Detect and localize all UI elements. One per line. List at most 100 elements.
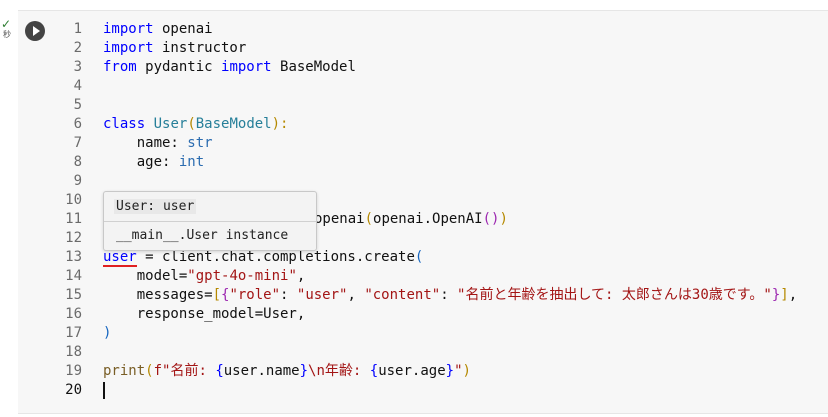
- keyword: import: [103, 40, 154, 56]
- code-text: model=: [103, 268, 188, 284]
- code-text: openai.OpenAI: [373, 211, 483, 227]
- check-icon: ✓: [1, 17, 12, 31]
- code-line[interactable]: import openai: [103, 20, 818, 39]
- bracket: }: [445, 363, 455, 379]
- line-number: 18: [65, 344, 82, 360]
- bracket: }: [299, 363, 309, 379]
- line-number: 1: [73, 21, 82, 37]
- function-name: print: [103, 363, 146, 379]
- string-literal: f"名前:: [153, 363, 216, 379]
- code-line[interactable]: model="gpt-4o-mini",: [103, 267, 818, 286]
- code-line[interactable]: messages=[{"role": "user", "content": "名…: [103, 286, 818, 305]
- code-line[interactable]: user = client.chat.completions.create(: [103, 248, 818, 267]
- bracket: ): [462, 363, 471, 379]
- code-line[interactable]: import instructor: [103, 39, 818, 58]
- code-text: instructor: [153, 40, 247, 56]
- string-literal: "名前と年齢を抽出して: 太郎さんは30歳です。": [457, 287, 772, 303]
- line-number: 14: [65, 268, 82, 284]
- code-text: ,: [347, 287, 365, 303]
- bracket: }: [771, 287, 781, 303]
- bracket: {: [369, 363, 379, 379]
- code-line[interactable]: openai(openai.OpenAI()): [103, 210, 818, 229]
- code-text: openai: [314, 211, 365, 227]
- line-number: 8: [73, 154, 82, 170]
- bracket: ): [499, 211, 508, 227]
- text-cursor: [103, 382, 105, 399]
- code-text: age:: [103, 154, 179, 170]
- string-literal: "role": [229, 287, 281, 303]
- hovered-symbol[interactable]: user: [103, 249, 137, 267]
- code-line[interactable]: [103, 77, 818, 96]
- line-number: 19: [65, 363, 82, 379]
- bracket: ): [103, 325, 112, 341]
- code-line[interactable]: [103, 172, 818, 191]
- type-name: str: [187, 135, 213, 151]
- line-number: 5: [73, 97, 82, 113]
- code-line[interactable]: print(f"名前: {user.name}\n年齢: {user.age}"…: [103, 362, 818, 381]
- tooltip-doc: __main__.User instance: [116, 228, 289, 243]
- type-name: int: [178, 154, 205, 170]
- code-line[interactable]: [103, 96, 818, 115]
- keyword: class: [103, 116, 146, 132]
- string-literal: \n年齢:: [308, 363, 370, 379]
- line-number-active: 20: [65, 382, 82, 398]
- bracket: {: [215, 363, 224, 379]
- code-line[interactable]: response_model=User,: [103, 305, 818, 324]
- code-text: ,: [788, 287, 798, 303]
- code-line[interactable]: [103, 343, 818, 362]
- code-text: user.age: [378, 363, 446, 379]
- bracket: ]: [780, 287, 789, 303]
- keyword: import: [103, 21, 154, 37]
- tooltip-signature: User: user: [104, 192, 316, 221]
- code-line[interactable]: from pydantic import BaseModel: [103, 58, 818, 77]
- line-number: 13: [65, 249, 82, 265]
- code-text: user.name: [223, 363, 300, 379]
- line-number: 3: [73, 59, 82, 75]
- bracket: (): [482, 211, 500, 227]
- code-text: response_model=User,: [103, 306, 306, 322]
- tooltip-signature-text: User: user: [114, 199, 197, 214]
- hover-tooltip: User: user __main__.User instance: [103, 191, 317, 251]
- code-text: = client.chat.completions.create: [136, 249, 415, 265]
- class-name: User: [153, 116, 188, 132]
- code-line[interactable]: name: str: [103, 134, 818, 153]
- line-number: 2: [73, 40, 82, 56]
- line-number: 7: [73, 135, 82, 151]
- keyword: import: [221, 59, 272, 75]
- code-editor[interactable]: import openai import instructor from pyd…: [103, 20, 818, 400]
- bracket: (: [364, 211, 374, 227]
- keyword: from: [103, 59, 137, 75]
- code-text: :: [440, 287, 458, 303]
- code-line[interactable]: age: int: [103, 153, 818, 172]
- code-text: ,: [296, 268, 306, 284]
- execution-time: 秒: [3, 30, 11, 39]
- line-number: 6: [73, 116, 82, 132]
- line-number: 12: [65, 230, 82, 246]
- tooltip-divider: [104, 221, 316, 222]
- line-number: 11: [65, 211, 82, 227]
- code-text: messages=: [103, 287, 213, 303]
- code-line[interactable]: class User(BaseModel):: [103, 115, 818, 134]
- line-number: 16: [65, 306, 82, 322]
- string-literal: "gpt-4o-mini": [187, 268, 297, 284]
- string-literal: ": [454, 363, 463, 379]
- string-literal: "user": [296, 287, 348, 303]
- code-text: openai: [153, 21, 213, 37]
- line-number: 17: [65, 325, 82, 341]
- code-text: pydantic: [136, 59, 222, 75]
- code-text: name:: [103, 135, 188, 151]
- bracket: (: [414, 249, 424, 265]
- bracket: (: [145, 363, 154, 379]
- code-text: BaseModel: [271, 59, 356, 75]
- string-literal: "content": [364, 287, 441, 303]
- code-text: :: [280, 287, 297, 303]
- code-line-active[interactable]: [103, 381, 818, 400]
- bracket: {: [221, 287, 230, 303]
- play-icon[interactable]: [25, 21, 45, 41]
- class-name: BaseModel: [195, 116, 272, 132]
- line-number: 10: [65, 192, 82, 208]
- line-number: 9: [73, 173, 82, 189]
- line-number: 4: [73, 78, 82, 94]
- line-number-gutter: 1 2 3 4 5 6 7 8 9 10 11 12 13 14 15 16 1…: [38, 20, 82, 400]
- code-line[interactable]: ): [103, 324, 818, 343]
